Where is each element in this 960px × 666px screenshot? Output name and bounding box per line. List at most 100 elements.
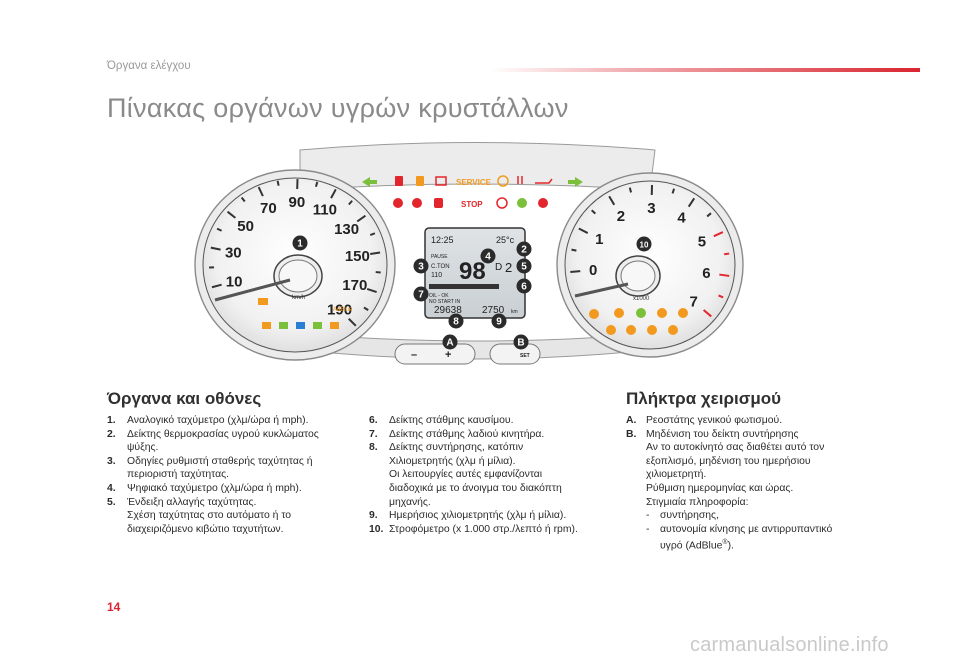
instrument-list-part2: 6.Δείκτης στάθμης καυσίμου. 7.Δείκτης στ… [369,414,619,536]
item-text: Δείκτης συντήρησης, κατόπιν [389,442,524,454]
callout-marker [636,236,652,252]
item-text: ψύξης. [127,442,159,454]
rpm-label: 0 [589,262,597,279]
rpm-tick [713,231,724,238]
rpm-tick [571,248,577,252]
abs-icon [657,308,667,318]
controls-heading: Πλήκτρα χειρισμού [626,389,782,408]
item-text: εξοπλισμό, μηδένιση του ημερήσιου [646,455,811,467]
stop-indicator: STOP [461,200,483,209]
item-text: Αν το αυτοκίνητό σας διαθέτει αυτό τον [646,442,825,454]
item-text: Δείκτης στάθμης καυσίμου. [389,415,514,426]
instrument-list-part1: 1.Αναλογικό ταχύμετρο (χλμ/ώρα ή mph). 2… [107,414,357,536]
callout-label: A [446,338,453,349]
item-text: Οδηγίες ρυθμιστή σταθερής ταχύτητας ή [127,455,313,467]
page-number: 14 [107,600,121,614]
lcd-cruise: C.TON [431,264,450,270]
registered-mark: ® [722,539,728,547]
list-item: 5.Ένδειξη αλλαγής ταχύτητας.Σχέση ταχύτη… [107,496,357,537]
speed-label: 110 [313,202,337,219]
rpm-label: 1 [595,231,603,248]
rpm-tick [628,187,633,193]
callout-marker [413,286,429,302]
item-number: 2. [107,428,116,440]
speed-tick [348,318,357,327]
item-letter: B. [626,428,637,440]
list-item: A.Ρεοστάτης γενικού φωτισμού. [626,414,866,428]
lcd-no-start: NO START IN [429,299,461,305]
preheat-icon [258,298,268,305]
section-header: Όργανα ελέγχου [107,60,191,72]
lcd-fuel-bar [429,284,499,289]
lcd-digital-speed: 98 [459,258,486,285]
rpm-label: 4 [677,210,686,227]
rpm-label: 5 [698,234,706,251]
callout-marker [448,313,464,329]
callout-marker [480,248,496,264]
oil-pressure-icon [535,178,553,184]
rpm-tick [578,227,589,234]
set-button[interactable]: SET [520,353,530,359]
coolant-level-icon [517,176,523,184]
callout-marker [491,313,507,329]
item-text: υγρό (AdBlue [660,540,723,552]
diesel-icon [626,325,636,335]
item-text: ). [727,540,734,552]
callout-marker [413,258,429,274]
callout-marker [513,334,529,350]
engine-icon [678,308,688,318]
airbag-icon [517,198,527,208]
item-number: 3. [107,455,116,467]
dimmer-minus-button[interactable]: – [411,349,417,361]
rpm-label: 7 [689,294,697,311]
item-text: Αναλογικό ταχύμετρο (χλμ/ώρα ή mph). [127,415,309,426]
central-lcd-display: 12:25 25°c PAUSE C.TON 110 98 D 2 OIL - … [424,227,526,319]
speed-tick [370,251,381,255]
controls-list: A.Ρεοστάτης γενικού φωτισμού. B. Μηδένισ… [626,414,866,553]
speed-unit-label: km/h [292,295,305,301]
item-text: διαδοχικά με το άνοιγμα του διακόπτη [389,482,562,494]
speed-tick [226,210,237,219]
lcd-pause: PAUSE [431,254,448,260]
item-letter: A. [626,415,637,426]
speed-tick [257,186,264,197]
seatbelt-passenger-icon [412,198,422,208]
fuel-level-icon [416,176,424,186]
rpm-tick [671,188,676,194]
item-number: 10. [369,523,384,535]
item-number: 6. [369,415,378,426]
lcd-trip: 2750 [482,305,505,316]
callout-marker [516,258,532,274]
item-text: Ρύθμιση ημερομηνίας και ώρας. [646,482,794,494]
list-item: B. Μηδένιση του δείκτη συντήρησης Αν το … [626,428,866,554]
speed-label: 50 [237,218,254,235]
speed-label: 70 [260,200,277,217]
fog-light-icon [330,322,339,329]
rpm-label: 2 [617,208,625,225]
item-text: Ένδειξη αλλαγής ταχύτητας. [127,496,257,508]
item-text: μηχανής. [389,496,431,508]
coolant-temp-icon [395,176,403,186]
callout-label: 5 [521,262,527,273]
rpm-tick [724,252,730,256]
dimmer-plus-button[interactable]: + [445,349,451,361]
rpm-tick [570,270,581,273]
lcd-oil-status: OIL - OK [429,293,449,299]
power-steering-icon [647,325,657,335]
lcd-odometer: 29638 [434,305,462,316]
speed-tick [216,227,223,232]
item-text: Ψηφιακό ταχύμετρο (χλμ/ώρα ή mph). [127,482,302,494]
turn-left-icon [362,177,377,187]
callout-label: 1 [297,239,303,250]
left-dial-warning-lights: AdBlue [258,298,353,329]
callout-label: 4 [485,252,491,263]
speed-tick [240,196,246,203]
list-item: 6. Δείκτης στάθμης καυσίμου. [369,414,619,428]
header-accent-bar [490,68,920,72]
speed-tick [356,214,367,223]
brake-pad-icon [668,325,678,335]
speed-label: 190 [327,302,352,319]
rear-fog-icon [262,322,271,329]
callout-label: 8 [453,317,459,328]
